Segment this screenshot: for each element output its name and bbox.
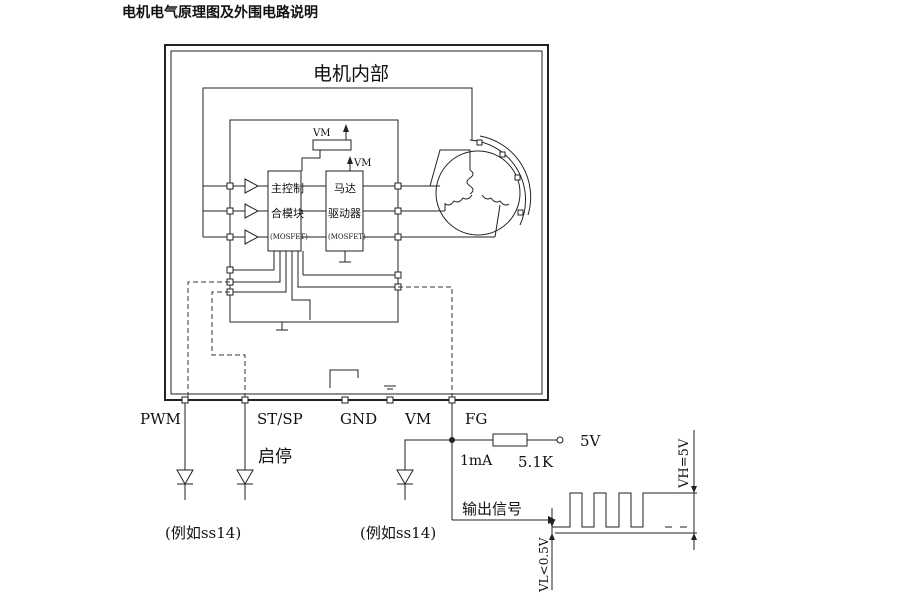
pin-pwm-label: PWM bbox=[140, 410, 181, 428]
ic-box bbox=[229, 119, 399, 323]
diode-icon bbox=[176, 403, 453, 500]
vh-label: VH=5V bbox=[677, 438, 692, 489]
gnd-wire bbox=[329, 369, 359, 388]
main-control-label: 主控制 bbox=[271, 181, 304, 195]
vl-label: VL<0.5V bbox=[537, 537, 551, 593]
motor-internal-label: 电机内部 bbox=[313, 63, 389, 85]
pins bbox=[181, 396, 456, 404]
supply-terminal bbox=[556, 436, 564, 444]
pin-fg-label: FG bbox=[465, 410, 487, 428]
feedback-wire bbox=[202, 87, 473, 237]
stsp-dashed bbox=[211, 291, 246, 400]
fg-dashed bbox=[398, 286, 453, 400]
motor-housing-box bbox=[164, 44, 549, 401]
motor-driver-label: (MOSFET) bbox=[328, 233, 366, 241]
internal-wires bbox=[226, 124, 495, 331]
main-control-label: 合模块 bbox=[271, 206, 304, 220]
supply-label: 5V bbox=[580, 432, 602, 450]
diode-example-left: (例如ss14) bbox=[165, 524, 241, 542]
motor-coil-icon bbox=[429, 135, 532, 238]
pin-stsp-label: ST/SP bbox=[257, 410, 303, 428]
current-label: 1mA bbox=[460, 453, 493, 469]
motor-driver-label: 驱动器 bbox=[328, 207, 361, 220]
start-stop-label: 启停 bbox=[258, 447, 292, 467]
resistor-label: 5.1K bbox=[518, 453, 554, 471]
pin-vm-label: VM bbox=[404, 410, 431, 428]
waveform bbox=[549, 430, 697, 590]
input-wires bbox=[203, 178, 268, 245]
main-control-label: (MOSFET) bbox=[270, 233, 308, 241]
vm-label-driver: VM bbox=[353, 158, 371, 169]
vm-label-top: VM bbox=[312, 128, 330, 139]
pin-gnd-label: GND bbox=[340, 410, 377, 428]
resistor bbox=[492, 433, 528, 447]
pwm-dashed bbox=[187, 281, 230, 400]
motor-driver-label: 马达 bbox=[334, 182, 356, 195]
page-title: 电机电气原理图及外围电路说明 bbox=[122, 4, 318, 21]
output-signal-label: 输出信号 bbox=[462, 500, 522, 518]
diode-example-right: (例如ss14) bbox=[360, 524, 436, 542]
motor-housing-inner bbox=[170, 50, 543, 395]
